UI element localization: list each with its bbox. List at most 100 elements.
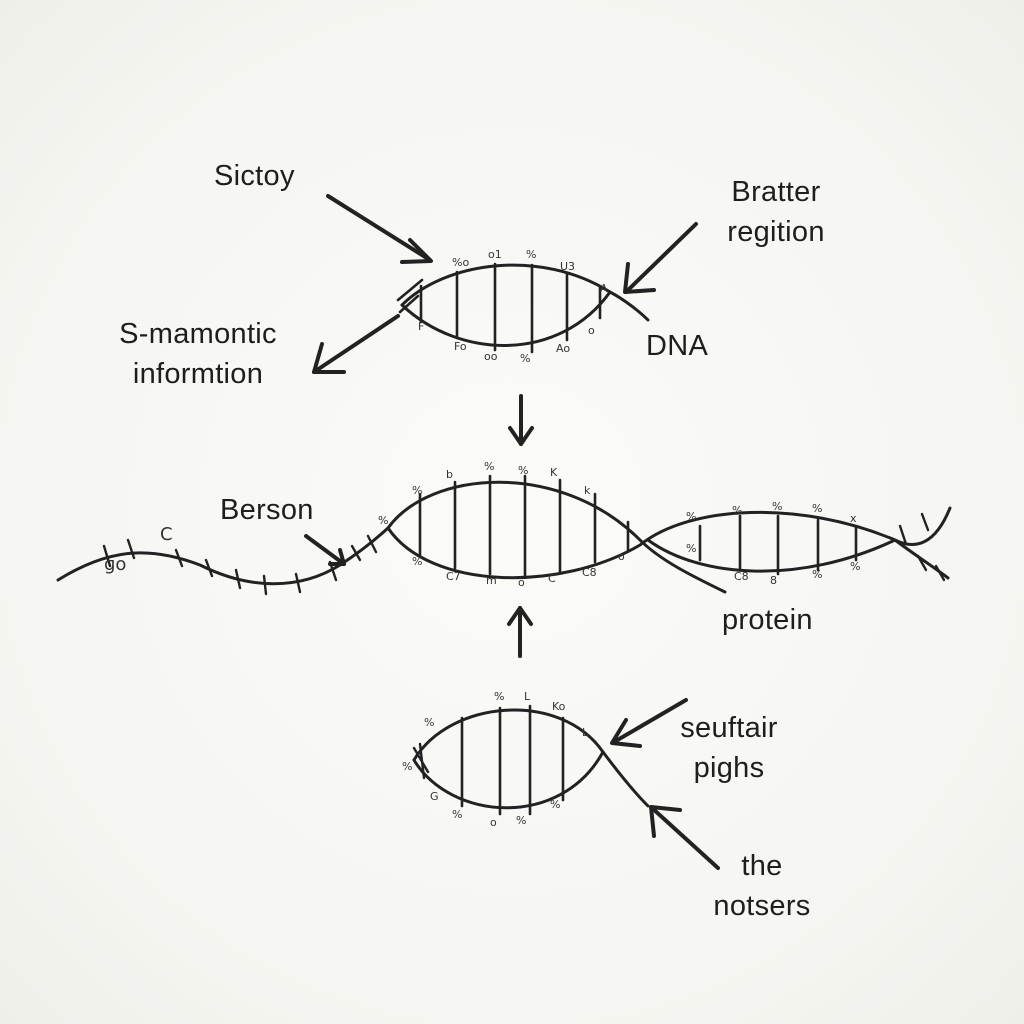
svg-text:%: % bbox=[686, 510, 696, 523]
label-notsers-line2: notsers bbox=[713, 890, 811, 922]
middle-helix-upper-strand bbox=[386, 480, 727, 594]
label-berson: Berson bbox=[220, 490, 314, 530]
top-helix-base-marks: %o o1 % U3 A F Fo oo % Ao o bbox=[418, 248, 608, 365]
svg-text:C8: C8 bbox=[582, 566, 597, 579]
svg-text:C7: C7 bbox=[446, 570, 461, 583]
svg-text:%: % bbox=[452, 808, 462, 821]
label-dna-text: DNA bbox=[646, 330, 709, 362]
svg-text:o: o bbox=[490, 816, 497, 829]
svg-text:Ao: Ao bbox=[556, 342, 570, 355]
label-protein: protein bbox=[722, 600, 813, 640]
bottom-helix-left-tip bbox=[412, 742, 430, 780]
svg-text:x: x bbox=[850, 512, 857, 525]
svg-text:Fo: Fo bbox=[454, 340, 467, 353]
arrow-sictoy bbox=[326, 194, 433, 264]
svg-text:k: k bbox=[584, 484, 591, 497]
arrow-berson bbox=[304, 534, 346, 566]
arrow-down-center bbox=[508, 394, 534, 446]
bottom-helix-upper-strand bbox=[412, 708, 650, 808]
svg-text:m: m bbox=[486, 574, 497, 587]
svg-text:%: % bbox=[732, 504, 742, 517]
middle-helix: ɡo C % % b % % K k % C7 m o C C8 o % % %… bbox=[56, 460, 952, 596]
svg-text:Ko: Ko bbox=[552, 700, 566, 713]
middle-helix-right-tail-ticks bbox=[898, 512, 946, 582]
label-seuftair-line2: pighs bbox=[693, 752, 765, 784]
top-helix-left-tip bbox=[396, 278, 424, 314]
label-berson-text: Berson bbox=[220, 494, 314, 526]
svg-text:G: G bbox=[430, 790, 439, 803]
arrow-icon bbox=[610, 718, 642, 748]
label-s-mamontic-line2: informtion bbox=[132, 358, 264, 390]
bottom-helix-base-marks: % % L Ko L % G % o % % bbox=[402, 690, 589, 829]
svg-text:L: L bbox=[582, 726, 589, 739]
arrow-icon bbox=[312, 342, 346, 374]
svg-text:C8: C8 bbox=[734, 570, 749, 583]
top-helix-upper-strand bbox=[400, 263, 612, 307]
svg-text:%: % bbox=[520, 352, 530, 365]
arrow-icon bbox=[328, 548, 346, 566]
label-notsers-line1: the bbox=[741, 850, 783, 882]
arrow-notsers bbox=[649, 805, 720, 870]
svg-text:o1: o1 bbox=[488, 248, 502, 261]
svg-text:F: F bbox=[418, 320, 424, 333]
svg-text:ɡo: ɡo bbox=[104, 554, 126, 575]
svg-text:o: o bbox=[588, 324, 595, 337]
label-sictoy: Sictoy bbox=[214, 156, 295, 196]
svg-text:%: % bbox=[412, 555, 422, 568]
arrow-bratter-region bbox=[623, 222, 698, 294]
label-dna: DNA bbox=[646, 326, 708, 366]
svg-text:o: o bbox=[618, 550, 625, 563]
bottom-helix: % % L Ko L % G % o % % bbox=[402, 690, 650, 829]
label-s-mamontic-information: S-mamontic informtion bbox=[96, 314, 300, 394]
svg-text:%: % bbox=[378, 514, 388, 527]
svg-text:A: A bbox=[600, 282, 608, 295]
label-bratter-region-line2: regition bbox=[727, 216, 825, 248]
arrow-icon bbox=[623, 262, 656, 294]
label-s-mamontic-line1: S-mamontic bbox=[119, 318, 277, 350]
svg-text:%: % bbox=[550, 798, 560, 811]
svg-text:%: % bbox=[518, 464, 528, 477]
svg-text:%o: %o bbox=[452, 256, 469, 269]
label-seuftair-pighs: seuftair pighs bbox=[666, 708, 792, 788]
label-the-notsers: the notsers bbox=[700, 846, 824, 926]
svg-text:K: K bbox=[550, 466, 558, 479]
svg-text:C: C bbox=[548, 572, 556, 585]
svg-text:%: % bbox=[850, 560, 860, 573]
label-seuftair-line1: seuftair bbox=[680, 712, 778, 744]
svg-text:%: % bbox=[772, 500, 782, 513]
svg-text:%: % bbox=[424, 716, 434, 729]
middle-helix-base-marks: ɡo C % % b % % K k % C7 m o C C8 o % % %… bbox=[104, 460, 860, 589]
svg-text:%: % bbox=[412, 484, 422, 497]
svg-text:%: % bbox=[494, 690, 504, 703]
arrow-icon bbox=[649, 805, 682, 838]
svg-text:L: L bbox=[524, 690, 531, 703]
label-sictoy-text: Sictoy bbox=[214, 160, 295, 192]
arrow-icon bbox=[508, 426, 534, 446]
middle-helix-right-lower-strand bbox=[646, 538, 950, 580]
svg-text:%: % bbox=[516, 814, 526, 827]
arrow-seuftair bbox=[610, 698, 688, 748]
label-bratter-region: Bratter regition bbox=[708, 172, 844, 252]
svg-text:oo: oo bbox=[484, 350, 498, 363]
svg-text:%: % bbox=[686, 542, 696, 555]
label-bratter-region-line1: Bratter bbox=[731, 176, 821, 208]
svg-text:%: % bbox=[812, 502, 822, 515]
svg-text:%: % bbox=[526, 248, 536, 261]
bottom-helix-lower-strand bbox=[412, 750, 605, 810]
middle-helix-left-tail-ticks bbox=[102, 534, 378, 596]
arrow-s-mamontic bbox=[312, 314, 400, 374]
top-helix: %o o1 % U3 A F Fo oo % Ao o bbox=[396, 248, 650, 365]
arrow-icon bbox=[400, 238, 433, 264]
label-protein-text: protein bbox=[722, 604, 813, 636]
arrow-icon bbox=[507, 606, 533, 626]
svg-text:o: o bbox=[518, 576, 525, 589]
arrow-up-center bbox=[507, 606, 533, 658]
svg-text:%: % bbox=[402, 760, 412, 773]
svg-text:C: C bbox=[160, 524, 173, 545]
top-helix-lower-strand bbox=[400, 290, 650, 347]
svg-text:8: 8 bbox=[770, 574, 777, 587]
svg-text:U3: U3 bbox=[560, 260, 575, 273]
svg-text:%: % bbox=[812, 568, 822, 581]
